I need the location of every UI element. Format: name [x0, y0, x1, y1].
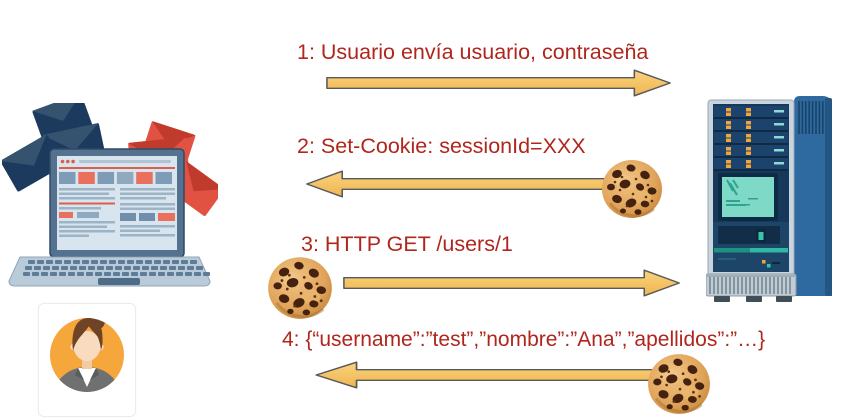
- message-3-arrow-right-icon: [342, 268, 682, 298]
- client-laptop-illustration: [2, 103, 218, 287]
- cookie-icon: [646, 351, 712, 417]
- cookie-icon: [266, 254, 334, 322]
- user-avatar-icon: [50, 318, 124, 392]
- message-1-arrow-right-icon: [325, 68, 673, 98]
- message-2-label: 2: Set-Cookie: sessionId=XXX: [297, 134, 586, 158]
- laptop-icon: [8, 148, 211, 287]
- message-3-label: 3: HTTP GET /users/1: [301, 232, 513, 256]
- message-1-label: 1: Usuario envía usuario, contraseña: [297, 40, 649, 64]
- cookie-icon: [600, 157, 664, 221]
- server-icon: [706, 96, 832, 302]
- message-2-arrow-left-icon: [304, 169, 648, 199]
- user-avatar: [38, 303, 136, 417]
- message-4-label: 4: {“username”:”test”,”nombre”:”Ana”,”ap…: [282, 328, 766, 351]
